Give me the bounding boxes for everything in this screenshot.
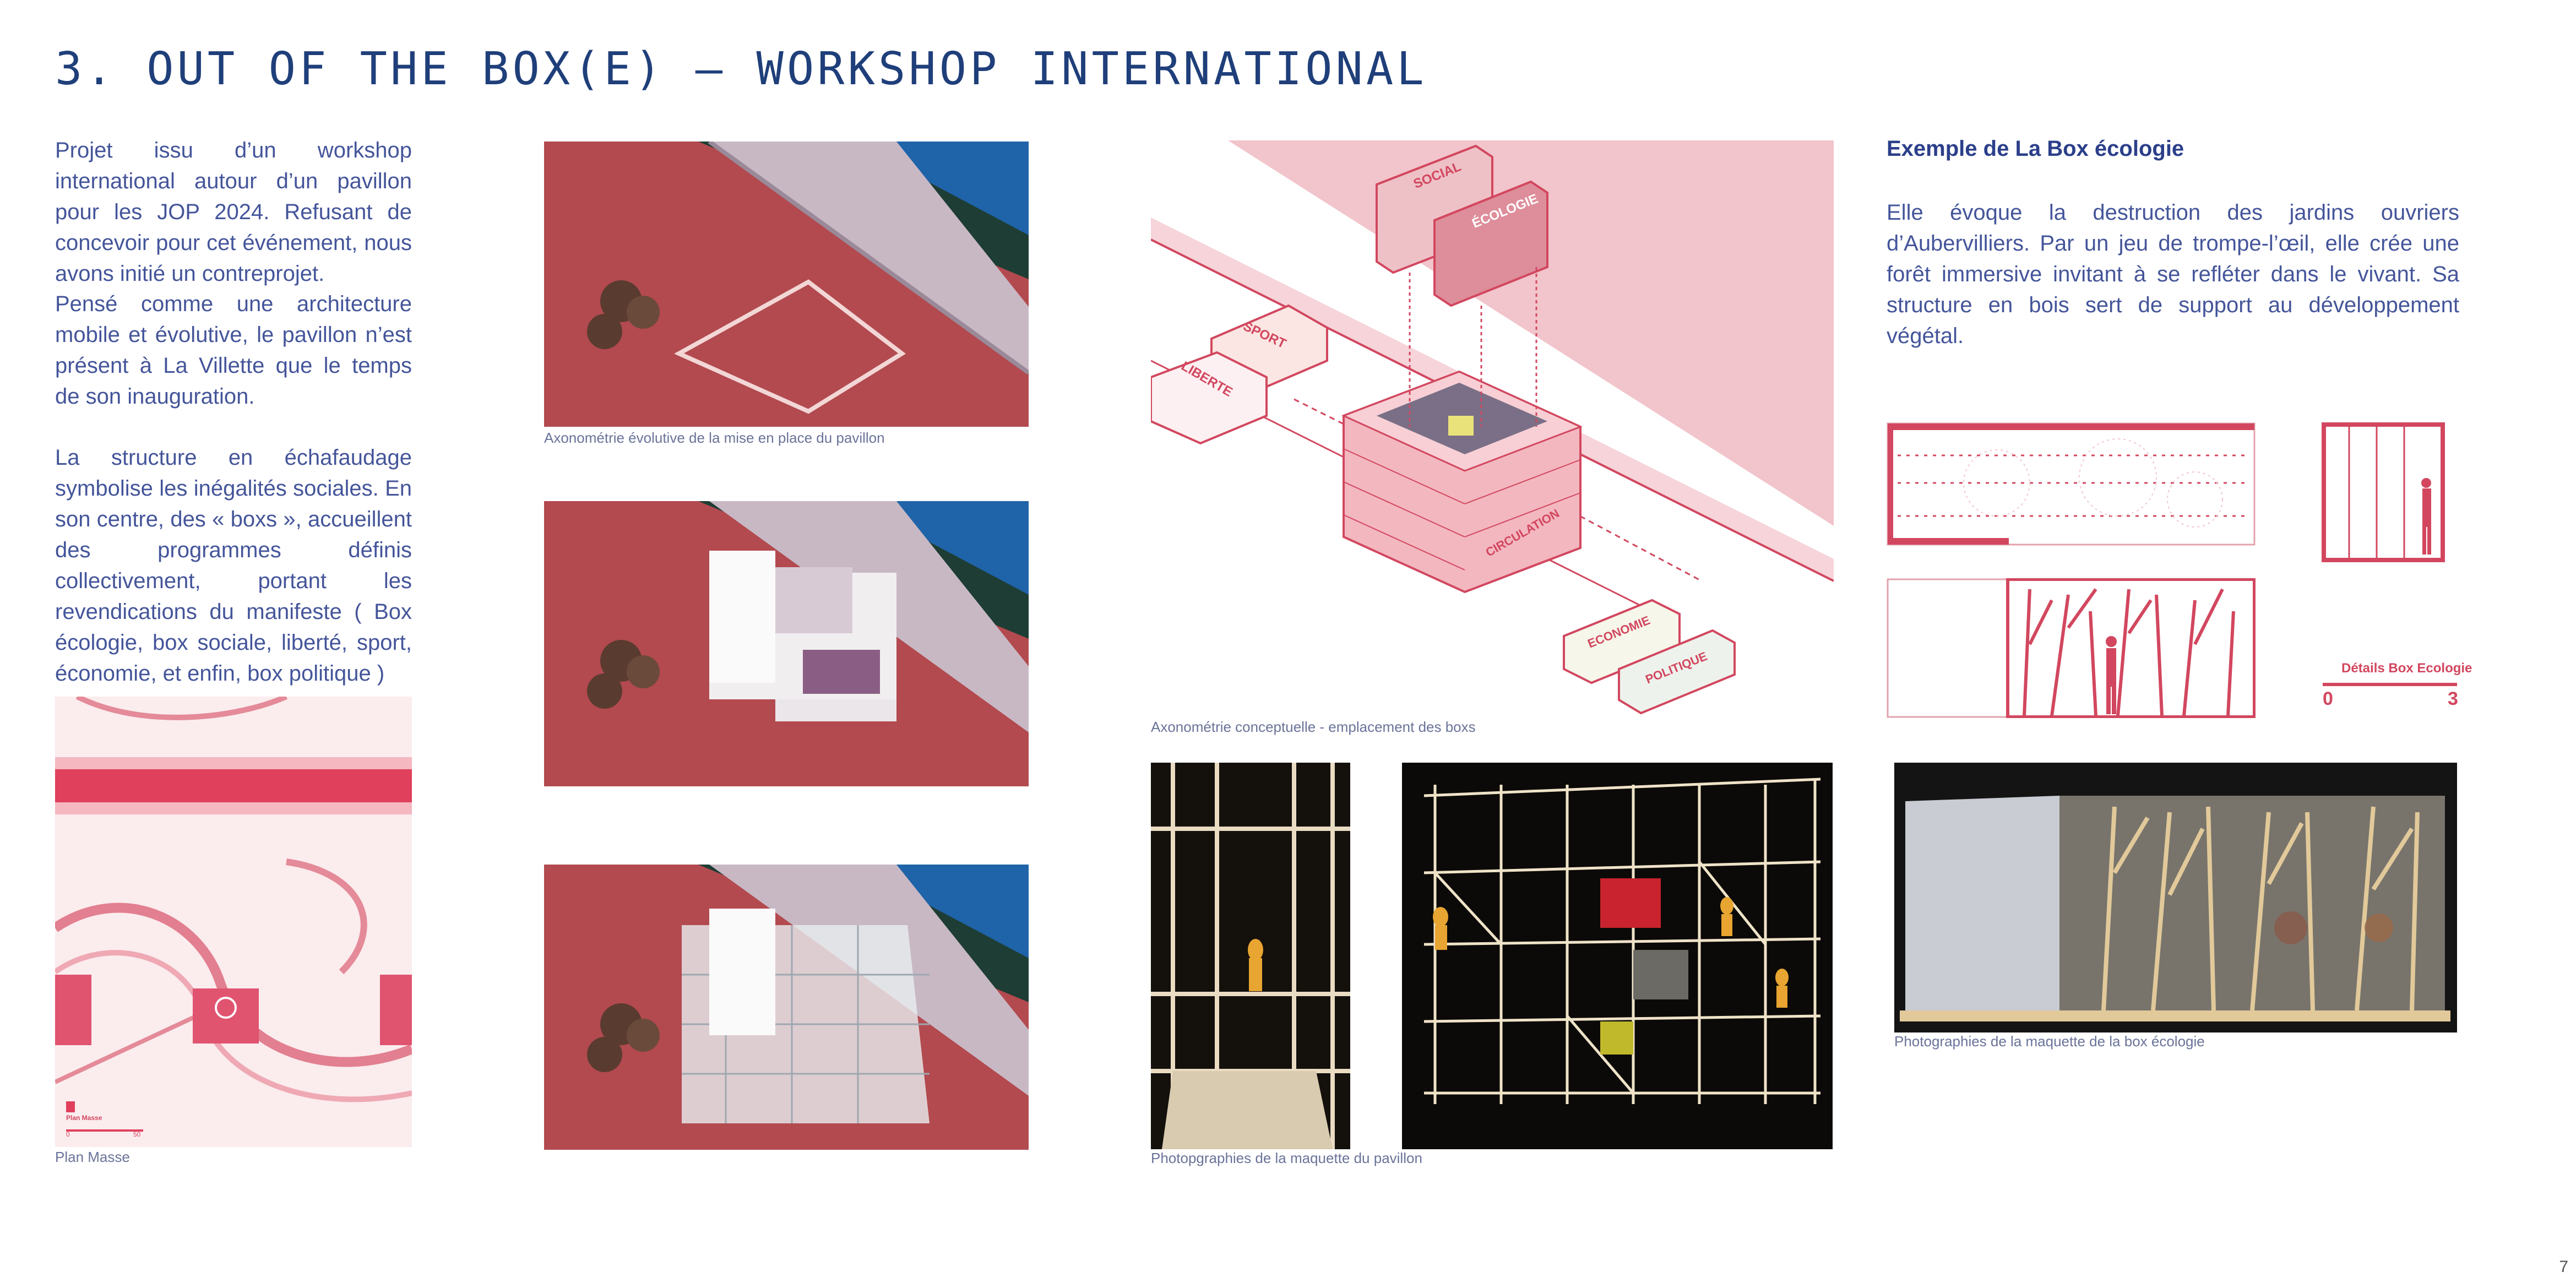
conceptual-axonometry-caption: Axonométrie conceptuelle - emplacement d… [1151, 719, 1476, 735]
pavilion-model-caption: Photopgraphies de la maquette du pavillo… [1151, 1150, 1422, 1166]
box-ecologie-plan-drawing [1887, 422, 2256, 546]
plan-masse-image: Plan Masse 0 50 [55, 697, 412, 1147]
page-title: 3. OUT OF THE BOX(E) – WORKSHOP INTERNAT… [55, 43, 1427, 95]
axonometry-stage-2-image [544, 501, 1029, 786]
page-number: 7 [2559, 1258, 2568, 1276]
axonometry-stage-1-image [544, 142, 1029, 427]
box-ecologie-elevation-drawing [2322, 422, 2445, 562]
intro-paragraph-2: Pensé comme une architecture mobile et é… [55, 292, 412, 409]
plan-masse-scale-end: 50 [133, 1131, 141, 1138]
box-ecologie-scale-end: 3 [2448, 688, 2458, 709]
box-ecologie-model-photo [1894, 763, 2457, 1032]
box-ecologie-title: Exemple de La Box écologie [1887, 137, 2184, 161]
box-ecologie-description: Elle évoque la destruction des jardins o… [1887, 200, 2459, 348]
plan-masse-legend-label: Plan Masse [66, 1114, 102, 1122]
plan-masse-scale-start: 0 [66, 1131, 70, 1138]
box-ecologie-scale-bar [2323, 683, 2457, 686]
box-ecologie-scale-start: 0 [2323, 688, 2333, 709]
box-ecologie-details-label: Détails Box Ecologie [2341, 661, 2472, 676]
axonometry-evolution-caption: Axonométrie évolutive de la mise en plac… [544, 430, 885, 446]
axonometry-stage-3-image [544, 865, 1029, 1150]
pavilion-model-photo-1 [1151, 763, 1350, 1149]
box-ecologie-photo-caption: Photographies de la maquette de la box é… [1894, 1033, 2205, 1050]
box-ecologie-section-drawing [1887, 578, 2256, 718]
intro-paragraph-3: La structure en échafaudage symbolise le… [55, 445, 412, 686]
intro-paragraph-1: Projet issu d’un workshop international … [55, 138, 412, 286]
conceptual-axonometry-diagram: SOCIAL ÉCOLOGIE SPORT LIBERTE CIRCULATIO… [1151, 140, 1834, 719]
plan-masse-caption: Plan Masse [55, 1149, 130, 1165]
pavilion-model-photo-2 [1402, 763, 1833, 1149]
